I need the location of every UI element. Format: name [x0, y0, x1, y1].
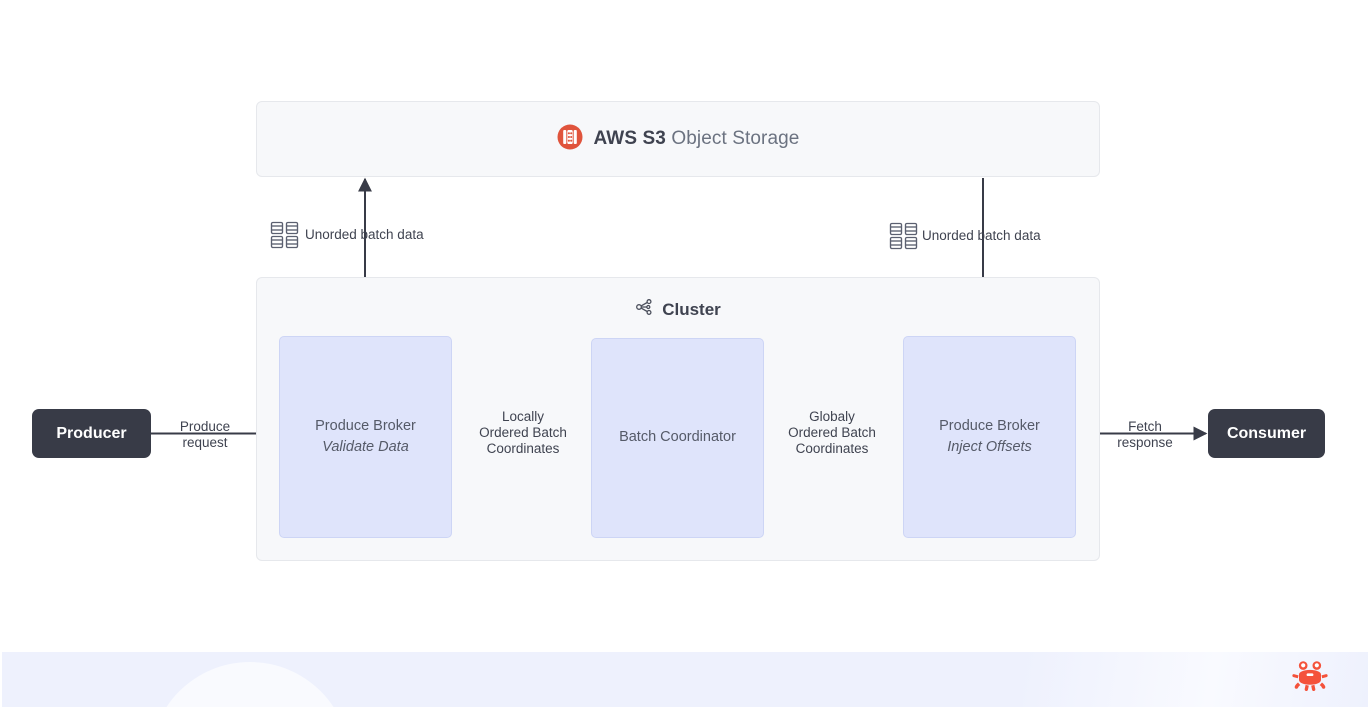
footer-decorative-circle — [150, 662, 350, 707]
batch-data-icon — [889, 222, 919, 250]
cluster-heading: Cluster — [257, 298, 1099, 321]
label-fetch-response: Fetch response — [1117, 419, 1173, 450]
aws-s3-heading: AWS S3 Object Storage — [557, 124, 800, 155]
node-title: Produce Broker — [315, 417, 416, 434]
endpoint-consumer[interactable]: Consumer — [1208, 409, 1325, 458]
node-subtitle: Validate Data — [322, 439, 409, 455]
aws-s3-storage-container: AWS S3 Object Storage — [256, 101, 1100, 177]
aws-s3-brand: AWS S3 — [593, 128, 666, 149]
aws-s3-title: AWS S3 Object Storage — [594, 128, 800, 150]
crab-logo — [1288, 656, 1332, 700]
cluster-label: Cluster — [662, 299, 721, 319]
endpoint-consumer-label: Consumer — [1226, 424, 1307, 442]
node-subtitle: Inject Offsets — [947, 439, 1032, 455]
node-title: Batch Coordinator — [619, 429, 736, 446]
network-topology-icon — [635, 298, 653, 321]
label-produce-request: Produce request — [179, 419, 231, 450]
label-unordered-batch-download: Unorded batch data — [922, 228, 1041, 243]
aws-s3-icon — [557, 124, 583, 155]
footer-edge-gap — [0, 652, 2, 707]
footer-band — [0, 652, 1368, 707]
label-globaly-ordered-batch-coordinates: Globaly Ordered Batch Coordinates — [788, 409, 876, 456]
node-batch-coordinator[interactable]: Batch Coordinator — [591, 338, 764, 538]
node-title: Produce Broker — [939, 417, 1040, 434]
endpoint-producer[interactable]: Producer — [32, 409, 151, 458]
node-produce-broker-inject[interactable]: Produce Broker Inject Offsets — [903, 336, 1076, 538]
label-locally-ordered-batch-coordinates: Locally Ordered Batch Coordinates — [479, 409, 567, 456]
node-produce-broker-validate[interactable]: Produce Broker Validate Data — [279, 336, 452, 538]
endpoint-producer-label: Producer — [56, 424, 127, 442]
aws-s3-suffix: Object Storage — [671, 128, 800, 149]
label-unordered-batch-upload: Unorded batch data — [305, 227, 424, 242]
batch-data-icon — [270, 221, 300, 249]
